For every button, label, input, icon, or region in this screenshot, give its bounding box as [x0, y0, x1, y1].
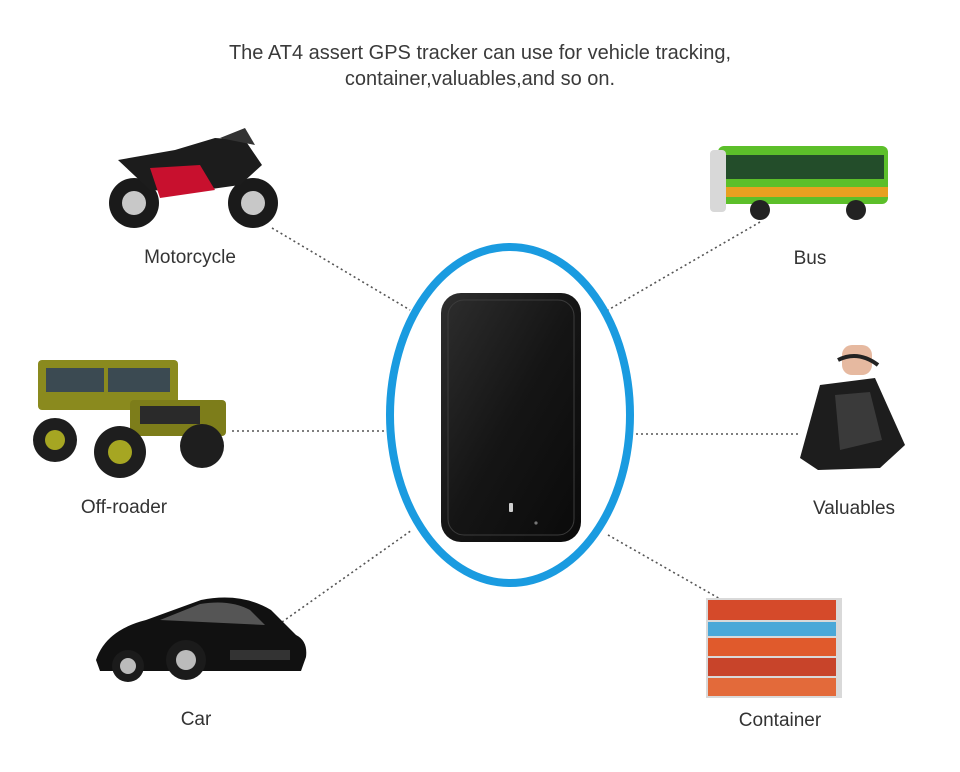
- connector-bus: [607, 221, 761, 311]
- connector-container: [607, 534, 723, 601]
- label-motorcycle: Motorcycle: [144, 247, 236, 268]
- label-valuables: Valuables: [812, 498, 896, 519]
- container-image: [706, 598, 842, 698]
- label-bus: Bus: [793, 248, 827, 269]
- microphone-hole: [534, 521, 538, 525]
- motorcycle-image: [109, 128, 278, 228]
- headline: The AT4 assert GPS tracker can use for v…: [0, 40, 960, 92]
- label-car: Car: [180, 709, 212, 730]
- headline-line-2: container,valuables,and so on.: [344, 68, 616, 90]
- car-image: [96, 597, 307, 682]
- valuables-image: [800, 345, 905, 470]
- connector-motorcycle: [271, 227, 411, 311]
- headline-line-1: The AT4 assert GPS tracker can use for v…: [228, 42, 732, 64]
- status-led: [509, 503, 513, 512]
- offroader-image: [33, 360, 226, 478]
- label-container: Container: [738, 710, 822, 731]
- label-offroader: Off-roader: [80, 497, 168, 518]
- connector-car: [281, 529, 413, 623]
- bus-image: [710, 146, 888, 220]
- gps-tracker-device: [441, 293, 581, 542]
- highlight-ring: [386, 243, 634, 587]
- connector-lines: [232, 221, 798, 623]
